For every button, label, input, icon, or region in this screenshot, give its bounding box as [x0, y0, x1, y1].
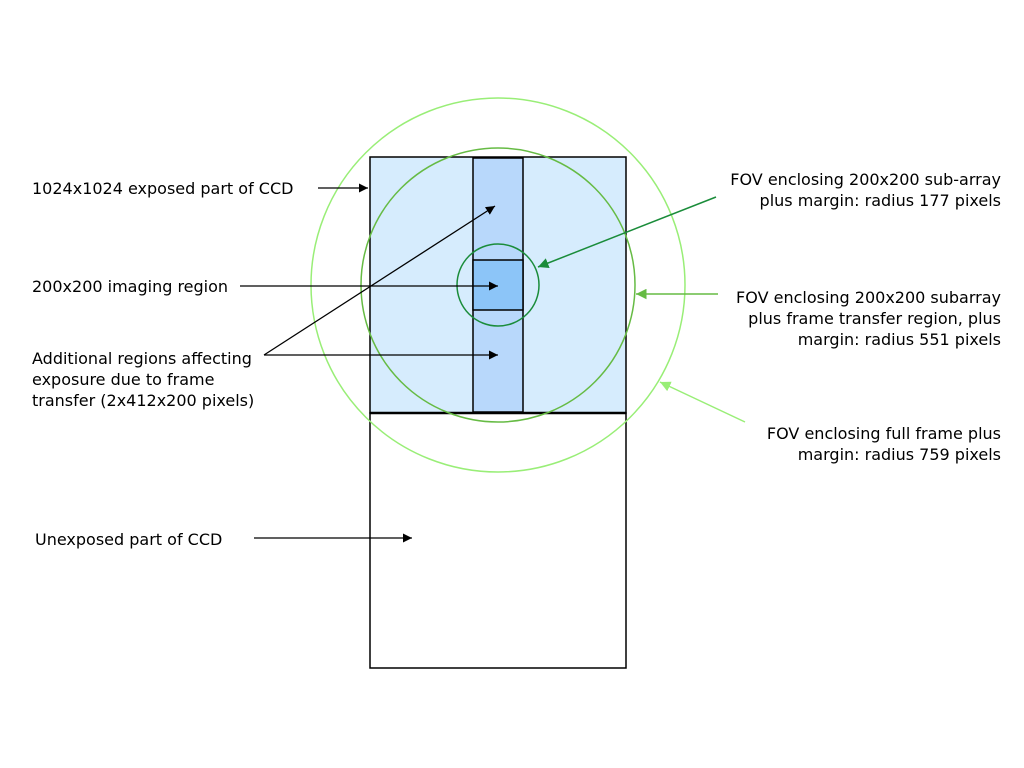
label-exposed: 1024x1024 exposed part of CCD [32, 179, 294, 198]
label-imaging: 200x200 imaging region [32, 277, 229, 296]
label-fov-full: FOV enclosing full frame plus margin: ra… [766, 424, 1001, 464]
unexposed-ccd-region [369, 412, 627, 669]
arrow-fov-full [659, 381, 746, 423]
fov-full-frame-circle [310, 97, 686, 473]
fov-frame-transfer-circle [360, 147, 636, 423]
imaging-region [472, 259, 524, 311]
arrow-additional-upper [263, 205, 496, 356]
label-unexposed: Unexposed part of CCD [35, 530, 223, 549]
label-additional: Additional regions affecting exposure du… [32, 349, 255, 410]
fov-subarray-circle [456, 243, 540, 327]
label-fov-small: FOV enclosing 200x200 sub-array plus mar… [730, 170, 1001, 210]
arrow-fov-small [537, 196, 717, 269]
label-fov-mid: FOV enclosing 200x200 subarray plus fram… [736, 288, 1001, 349]
